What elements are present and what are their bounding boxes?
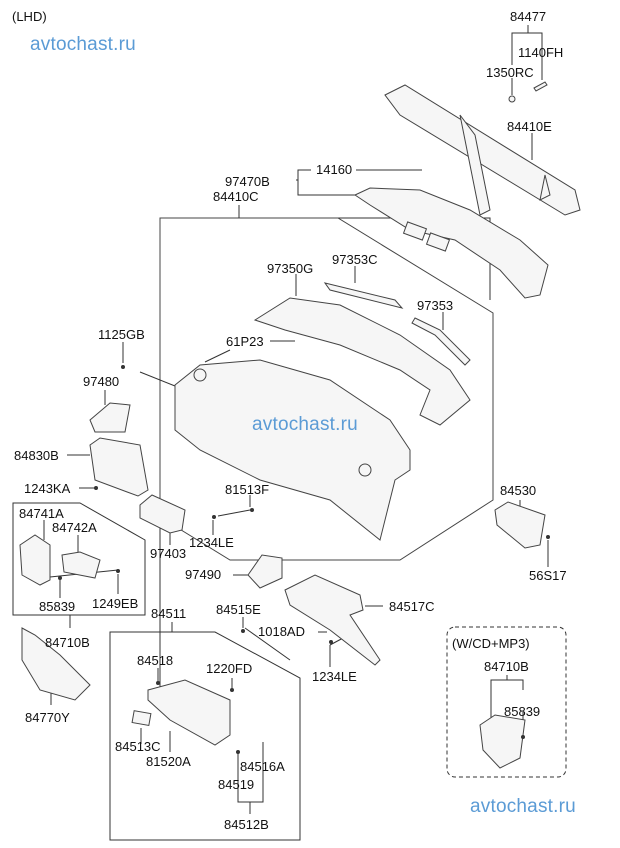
part-label[interactable]: 97480 — [83, 374, 120, 389]
part-label[interactable]: 84515E — [216, 602, 261, 617]
air-duct-part — [353, 187, 549, 299]
part-label[interactable]: 1018AD — [258, 624, 305, 639]
part-label[interactable]: 1234LE — [189, 535, 234, 550]
part-label[interactable]: 84477 — [510, 9, 547, 24]
watermark-center: avtochast.ru — [252, 414, 358, 435]
audio-bezel-group-frame — [12, 502, 146, 616]
part-label[interactable]: 56S17 — [529, 568, 567, 583]
part-label[interactable]: 97470B — [225, 174, 270, 189]
option-group-frame — [446, 626, 567, 778]
part-label[interactable]: 84742A — [52, 520, 97, 535]
part-label[interactable]: 84710B — [484, 659, 529, 674]
part-label[interactable]: 81513F — [225, 482, 270, 497]
part-label[interactable]: 84770Y — [25, 710, 70, 725]
lhd-note: (LHD) — [12, 9, 47, 24]
part-label[interactable]: 97353C — [332, 252, 378, 267]
center-vent-part — [139, 494, 186, 534]
defroster-nozzle-part — [253, 297, 471, 426]
glovebox-part — [147, 679, 231, 746]
part-label[interactable]: 1140FH — [518, 45, 564, 60]
passenger-airbag-part — [494, 501, 546, 549]
part-label[interactable]: 84513C — [115, 739, 161, 754]
lower-crash-pad-part — [284, 574, 381, 666]
part-label[interactable]: 84511 — [151, 606, 187, 621]
part-label[interactable]: 61P23 — [226, 334, 264, 349]
part-label[interactable]: 84710B — [45, 635, 90, 650]
part-label[interactable]: 97490 — [185, 567, 222, 582]
side-vent-left-part — [89, 402, 131, 433]
part-label[interactable]: 84741A — [19, 506, 64, 521]
crash-pad-part — [174, 359, 411, 541]
option-note: (W/CD+MP3) — [452, 636, 530, 651]
part-label[interactable]: 84512B — [224, 817, 269, 832]
side-vent-right-part — [247, 554, 283, 589]
part-label[interactable]: 97403 — [150, 546, 187, 561]
part-label[interactable]: 85839 — [39, 599, 76, 614]
part-label[interactable]: 84830B — [14, 448, 59, 463]
part-label[interactable]: 1125GB — [98, 327, 145, 342]
part-label[interactable]: 14160 — [316, 162, 353, 177]
part-label[interactable]: 84530 — [500, 483, 537, 498]
part-label[interactable]: 1350RC — [486, 65, 534, 80]
part-label[interactable]: 97350G — [267, 261, 314, 276]
part-label[interactable]: 84518 — [137, 653, 174, 668]
part-label[interactable]: 1243KA — [24, 481, 71, 496]
part-label[interactable]: 84519 — [218, 777, 255, 792]
part-label[interactable]: 97353 — [417, 298, 454, 313]
cowl-crossbar-part — [384, 84, 581, 216]
part-label[interactable]: 1234LE — [312, 669, 357, 684]
watermark-top: avtochast.ru — [30, 34, 136, 55]
part-label[interactable]: 81520A — [146, 754, 191, 769]
part-label[interactable]: 84410E — [507, 119, 552, 134]
center-lower-panel-part — [21, 627, 91, 701]
part-label[interactable]: 1249EB — [92, 596, 139, 611]
part-label[interactable]: 84410C — [213, 189, 259, 204]
watermark-bottom: avtochast.ru — [470, 796, 576, 817]
part-label[interactable]: 1220FD — [206, 661, 253, 676]
part-label[interactable]: 84516A — [240, 759, 285, 774]
cluster-fascia-part — [89, 437, 149, 497]
part-label[interactable]: 84517C — [389, 599, 435, 614]
glovebox-group-frame — [109, 631, 301, 841]
part-label[interactable]: 85839 — [504, 704, 541, 719]
